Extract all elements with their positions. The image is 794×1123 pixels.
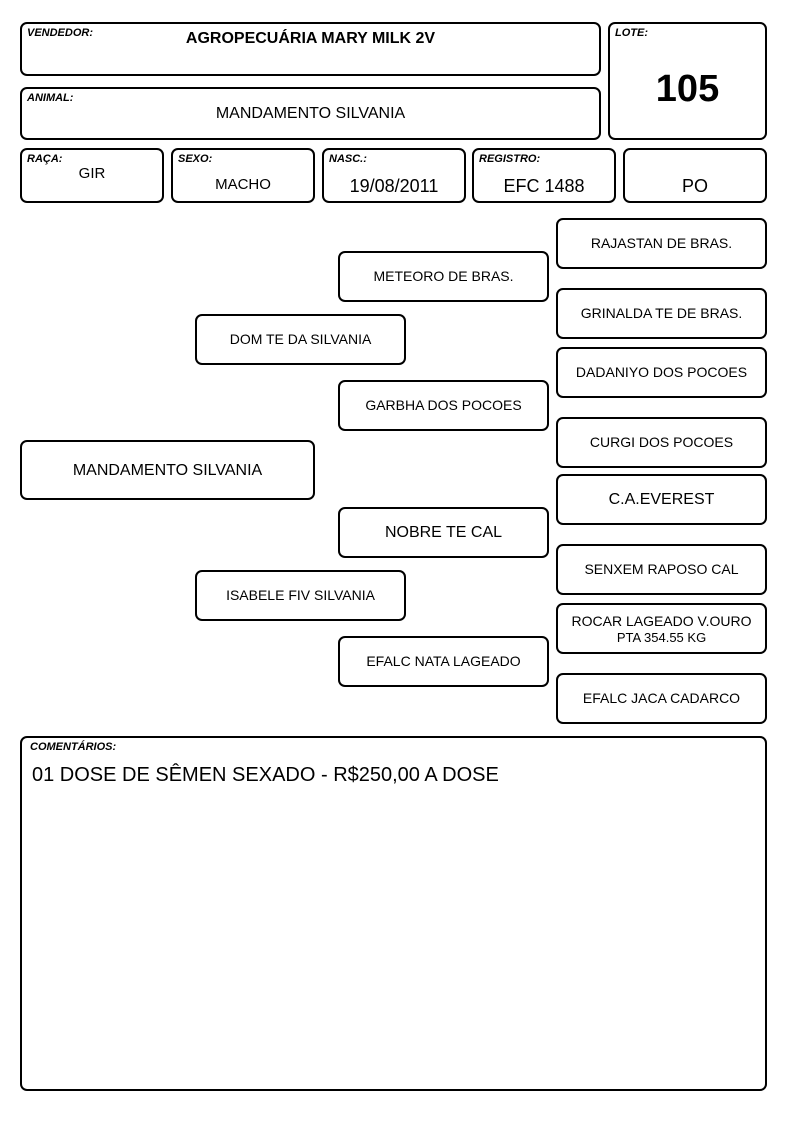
nasc-box: NASC.: 19/08/2011 bbox=[322, 148, 466, 203]
lote-box: LOTE: 105 bbox=[608, 22, 767, 140]
lote-value: 105 bbox=[655, 68, 720, 110]
pedigree-sire: DOM TE DA SILVANIA bbox=[195, 314, 406, 365]
categoria-box: PO bbox=[623, 148, 767, 203]
pedigree-g3-7-pta: PTA 354.55 KG bbox=[616, 629, 707, 645]
pedigree-sire-dam: GARBHA DOS POCOES bbox=[338, 380, 549, 431]
lote-label: LOTE: bbox=[615, 27, 648, 39]
registro-box: REGISTRO: EFC 1488 bbox=[472, 148, 616, 203]
categoria-value: PO bbox=[681, 176, 708, 196]
registro-value: EFC 1488 bbox=[503, 176, 585, 196]
raca-label: RAÇA: bbox=[27, 153, 63, 165]
vendedor-box: VENDEDOR: AGROPECUÁRIA MARY MILK 2V bbox=[20, 22, 601, 76]
vendedor-value: AGROPECUÁRIA MARY MILK 2V bbox=[185, 30, 436, 47]
sexo-label: SEXO: bbox=[178, 153, 213, 165]
sexo-value: MACHO bbox=[215, 176, 271, 193]
pedigree-g3-1: RAJASTAN DE BRAS. bbox=[556, 218, 767, 269]
comments-text: 01 DOSE DE SÊMEN SEXADO - R$250,00 A DOS… bbox=[32, 764, 499, 786]
raca-value: GIR bbox=[78, 165, 106, 182]
pedigree-g3-4: CURGI DOS POCOES bbox=[556, 417, 767, 468]
pedigree-g3-6: SENXEM RAPOSO CAL bbox=[556, 544, 767, 595]
registro-label: REGISTRO: bbox=[479, 153, 541, 165]
pedigree-dam-sire: NOBRE TE CAL bbox=[338, 507, 549, 558]
raca-box: RAÇA: GIR bbox=[20, 148, 164, 203]
sexo-box: SEXO: MACHO bbox=[171, 148, 315, 203]
pedigree-dam: ISABELE FIV SILVANIA bbox=[195, 570, 406, 621]
vendedor-label: VENDEDOR: bbox=[27, 27, 94, 39]
animal-value: MANDAMENTO SILVANIA bbox=[215, 105, 406, 122]
nasc-label: NASC.: bbox=[329, 153, 367, 165]
nasc-value: 19/08/2011 bbox=[349, 176, 439, 196]
animal-box: ANIMAL: MANDAMENTO SILVANIA bbox=[20, 87, 601, 140]
pedigree-g3-3: DADANIYO DOS POCOES bbox=[556, 347, 767, 398]
comments-box: COMENTÁRIOS: 01 DOSE DE SÊMEN SEXADO - R… bbox=[20, 736, 767, 1091]
pedigree-g3-2: GRINALDA TE DE BRAS. bbox=[556, 288, 767, 339]
pedigree-g3-8: EFALC JACA CADARCO bbox=[556, 673, 767, 724]
pedigree-sire-sire: METEORO DE BRAS. bbox=[338, 251, 549, 302]
pedigree-animal: MANDAMENTO SILVANIA bbox=[20, 440, 315, 500]
pedigree-dam-dam: EFALC NATA LAGEADO bbox=[338, 636, 549, 687]
comments-label: COMENTÁRIOS: bbox=[30, 741, 117, 753]
animal-label: ANIMAL: bbox=[27, 92, 74, 104]
pedigree-g3-5: C.A.EVEREST bbox=[556, 474, 767, 525]
